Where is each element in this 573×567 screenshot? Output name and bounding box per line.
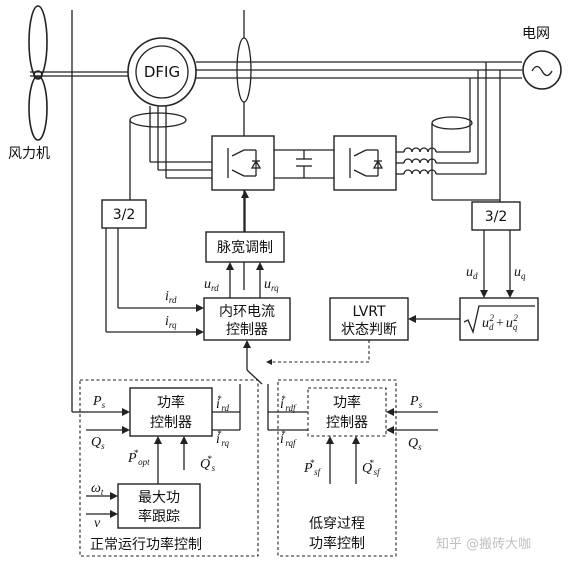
- filter-inductors-icon: [396, 147, 486, 175]
- irdf-ref-label: i*rdf: [280, 394, 297, 413]
- svg-text:LVRT: LVRT: [352, 304, 386, 320]
- qsf-label: Q*sf: [362, 458, 381, 477]
- uq-label: uq: [514, 265, 526, 281]
- abc-dq-transform-left: [101, 199, 147, 229]
- svg-text:内环电流: 内环电流: [219, 304, 275, 320]
- qs-right-label: Qs: [408, 436, 422, 452]
- mode-switch: [246, 369, 263, 385]
- lvrt-state-judge: [329, 297, 409, 341]
- popt-label: P*opt: [127, 448, 150, 467]
- irq-ref-label: i*rq: [216, 429, 230, 448]
- power-controller-left: [129, 387, 213, 437]
- inner-current-controller: [203, 297, 291, 341]
- svg-text:状态判断: 状态判断: [341, 322, 397, 338]
- grid-source-icon: [522, 50, 562, 90]
- ird-ref-label: i*rd: [216, 394, 230, 413]
- sqrt-formula: ud2+uq2: [463, 305, 535, 335]
- svg-text:功率: 功率: [157, 394, 185, 411]
- wind-turbine-label: 风力机: [8, 146, 50, 162]
- qs-left-label: Qs: [91, 435, 105, 451]
- svg-text:控制器: 控制器: [226, 322, 268, 338]
- svg-text:控制器: 控制器: [326, 415, 368, 431]
- irqf-ref-label: i*rqf: [280, 429, 297, 448]
- lvrt-mode-label-2: 功率控制: [309, 535, 365, 552]
- urd-label: urd: [204, 277, 219, 293]
- svg-text:ud2+uq2: ud2+uq2: [482, 313, 518, 332]
- ird-label: ird: [165, 289, 177, 305]
- v-label: v: [94, 516, 101, 531]
- ps-left-label: Ps: [92, 394, 106, 410]
- grid-label: 电网: [522, 26, 550, 42]
- dfig-machine: [127, 37, 197, 107]
- dc-link-capacitor-icon: [296, 150, 312, 178]
- omega-label: ωt: [91, 481, 104, 497]
- grid-side-converter: [333, 135, 397, 191]
- svg-text:脉宽调制: 脉宽调制: [217, 239, 273, 256]
- ps-right-label: Ps: [409, 394, 423, 410]
- irq-label: irq: [165, 314, 177, 330]
- lvrt-mode-label-1: 低穿过程: [309, 516, 365, 532]
- svg-text:最大功: 最大功: [138, 490, 180, 506]
- voltage-magnitude-block: [459, 297, 539, 341]
- qs-ref-label: Q*s: [200, 454, 216, 473]
- pwm-block: [205, 231, 285, 263]
- svg-text:控制器: 控制器: [150, 415, 192, 431]
- abc-dq-transform-right: [471, 201, 521, 231]
- svg-text:率跟踪: 率跟踪: [138, 508, 180, 525]
- normal-mode-label: 正常运行功率控制: [90, 536, 202, 553]
- watermark-text: 知乎 @搬砖大咖: [436, 536, 531, 552]
- wind-turbine-icon: [28, 5, 48, 141]
- mppt-block: [117, 483, 201, 529]
- normal-mode-region: [79, 379, 259, 557]
- urq-label: urq: [264, 277, 279, 293]
- lvrt-mode-region: [277, 379, 397, 557]
- svg-text:3/2: 3/2: [113, 207, 136, 223]
- svg-text:功率: 功率: [333, 394, 361, 411]
- psf-label: P*sf: [303, 458, 322, 477]
- grid-ct-icon: [431, 116, 473, 130]
- dfig-label: DFIG: [144, 63, 180, 81]
- ud-label: ud: [466, 265, 478, 281]
- svg-text:3/2: 3/2: [485, 209, 508, 225]
- rotor-side-converter: [211, 135, 275, 191]
